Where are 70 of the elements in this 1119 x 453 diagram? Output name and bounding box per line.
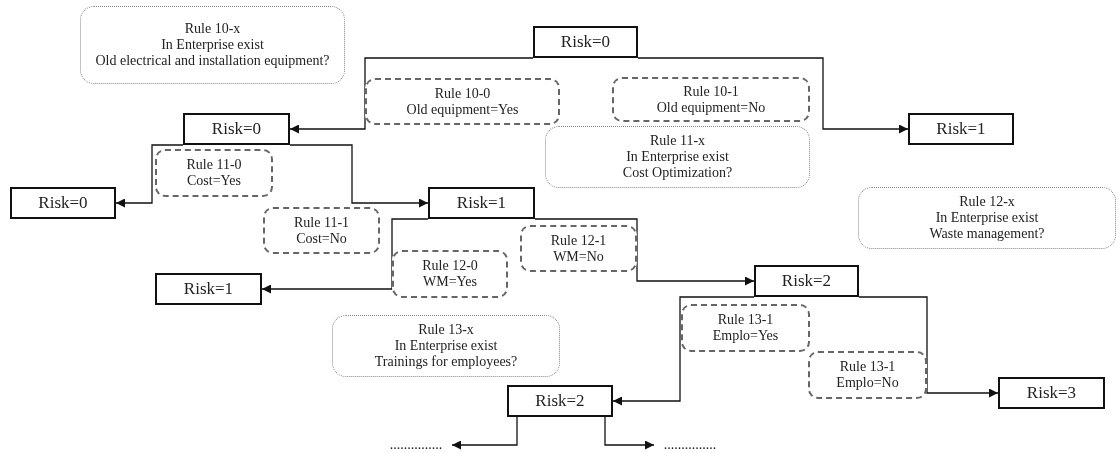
connector-arrow xyxy=(858,296,999,398)
connector-arrow xyxy=(451,416,518,450)
risk-box xyxy=(908,113,1014,145)
risk-label: Risk=1 xyxy=(936,119,986,139)
condition-box xyxy=(155,149,273,197)
risk-box xyxy=(533,26,638,58)
condition-text: Rule 13-1 xyxy=(717,312,774,328)
condition-box xyxy=(365,78,560,125)
risk-label: Risk=0 xyxy=(38,193,88,213)
condition-box xyxy=(612,77,810,122)
risk-label: Risk=1 xyxy=(456,193,507,213)
rule-text: Waste management? xyxy=(929,226,1045,242)
condition-text: Rule 10-0 xyxy=(434,85,491,102)
condition-text: WM=No xyxy=(553,248,604,265)
risk-box xyxy=(754,265,859,297)
connector-arrow xyxy=(604,416,655,450)
condition-text: Rule 12-0 xyxy=(422,258,478,274)
rule-text: In Enterprise exist xyxy=(935,210,1039,226)
risk-box xyxy=(10,187,116,219)
condition-box xyxy=(263,207,380,254)
risk-label: Risk=2 xyxy=(535,391,585,411)
rule-text: Rule 13-x xyxy=(418,322,474,338)
rule-text: Cost Optimization? xyxy=(622,165,733,181)
connector-arrow xyxy=(261,218,429,294)
risk-box xyxy=(428,187,535,219)
connector-arrow xyxy=(289,144,429,208)
risk-label: Risk=0 xyxy=(560,32,611,52)
rule-text: Trainings for employees? xyxy=(374,354,518,370)
rule-note-box xyxy=(80,6,345,84)
connector-arrow xyxy=(534,218,755,286)
risk-box xyxy=(507,385,613,417)
condition-text: Rule 12-1 xyxy=(550,232,607,249)
condition-text: Emplo=No xyxy=(836,375,899,391)
condition-box xyxy=(681,304,810,352)
condition-text: Cost=No xyxy=(296,230,347,247)
condition-text: Rule 10-1 xyxy=(683,83,739,100)
risk-label: Risk=1 xyxy=(183,279,234,299)
condition-text: Emplo=Yes xyxy=(712,328,779,344)
risk-box xyxy=(998,377,1105,409)
condition-box xyxy=(392,250,508,298)
risk-label: Risk=3 xyxy=(1026,383,1077,403)
rule-text: Rule 11-x xyxy=(649,133,706,149)
connector-arrow xyxy=(612,296,755,406)
rule-note-box xyxy=(332,315,560,377)
condition-box xyxy=(520,225,637,272)
condition-box xyxy=(808,351,927,399)
condition-text: Rule 13-1 xyxy=(839,359,896,375)
rule-text: In Enterprise exist xyxy=(161,37,264,53)
condition-text: WM=Yes xyxy=(423,274,477,290)
rule-text: In Enterprise exist xyxy=(626,149,729,165)
rule-text: Rule 10-x xyxy=(184,21,241,37)
rule-note-box xyxy=(858,187,1116,249)
rule-text: In Enterprise exist xyxy=(394,338,498,354)
risk-box xyxy=(183,113,290,145)
connector-arrow xyxy=(115,144,184,208)
condition-text: Old equipment=No xyxy=(656,99,766,116)
connector-arrow xyxy=(637,57,909,134)
condition-text: Rule 11-0 xyxy=(186,157,242,173)
rule-text: Old electrical and installation equipment? xyxy=(95,53,330,69)
condition-text: Rule 11-1 xyxy=(293,214,350,231)
rule-note-box xyxy=(545,126,810,188)
risk-label: Risk=0 xyxy=(211,119,262,139)
connector-arrow xyxy=(289,57,534,134)
ellipsis-text: ............... xyxy=(663,437,717,453)
rule-text: Rule 12-x xyxy=(959,194,1015,210)
risk-label: Risk=2 xyxy=(781,271,832,291)
condition-text: Cost=Yes xyxy=(187,173,241,189)
risk-box xyxy=(155,273,262,305)
condition-text: Old equipment=Yes xyxy=(406,101,519,118)
ellipsis-text: ............... xyxy=(389,437,443,453)
